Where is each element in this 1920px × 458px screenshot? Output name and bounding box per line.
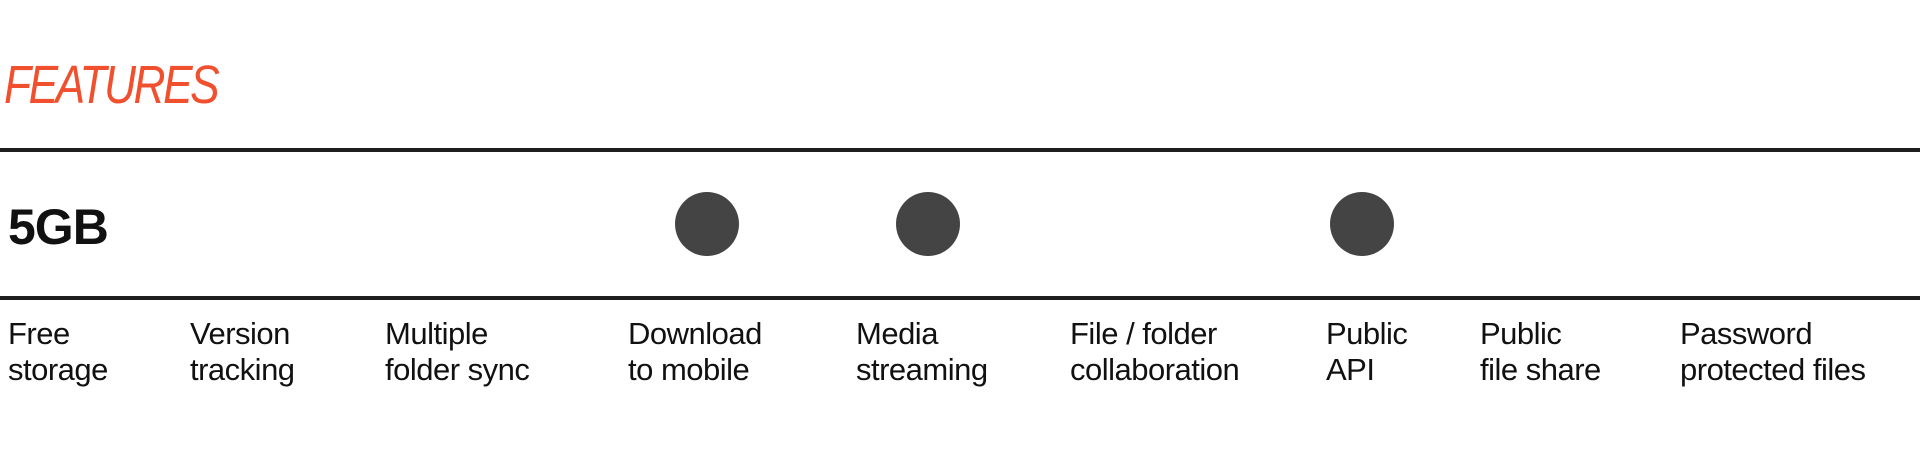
feature-label-line: Public [1326, 316, 1408, 351]
bottom-divider [0, 296, 1920, 300]
feature-label-password-protected-files: Password protected files [1680, 316, 1866, 388]
feature-label-line: Public [1480, 316, 1562, 351]
features-heading: FEATURES [4, 55, 220, 115]
feature-label-line: protected files [1680, 352, 1866, 387]
feature-included-dot [675, 192, 739, 256]
feature-label-line: file share [1480, 352, 1601, 387]
feature-label-line: Media [856, 316, 938, 351]
feature-label-line: to mobile [628, 352, 750, 387]
feature-label-line: collaboration [1070, 352, 1240, 387]
top-divider [0, 148, 1920, 152]
feature-label-line: Download [628, 316, 762, 351]
feature-label-line: File / folder [1070, 316, 1217, 351]
feature-label-line: Password [1680, 316, 1813, 351]
feature-label-file-folder-collaboration: File / folder collaboration [1070, 316, 1240, 388]
feature-label-line: folder sync [385, 352, 530, 387]
feature-label-multiple-folder-sync: Multiple folder sync [385, 316, 530, 388]
feature-label-line: Free [8, 316, 70, 351]
feature-label-public-api: Public API [1326, 316, 1408, 388]
feature-label-version-tracking: Version tracking [190, 316, 295, 388]
feature-label-line: streaming [856, 352, 988, 387]
feature-label-line: tracking [190, 352, 295, 387]
feature-label-line: API [1326, 352, 1375, 387]
feature-label-public-file-share: Public file share [1480, 316, 1601, 388]
feature-label-media-streaming: Media streaming [856, 316, 988, 388]
feature-label-free-storage: Free storage [8, 316, 108, 388]
feature-label-line: storage [8, 352, 108, 387]
feature-included-dot [1330, 192, 1394, 256]
feature-label-line: Multiple [385, 316, 488, 351]
storage-amount: 5GB [8, 199, 109, 255]
feature-label-line: Version [190, 316, 290, 351]
feature-label-download-to-mobile: Download to mobile [628, 316, 762, 388]
feature-included-dot [896, 192, 960, 256]
